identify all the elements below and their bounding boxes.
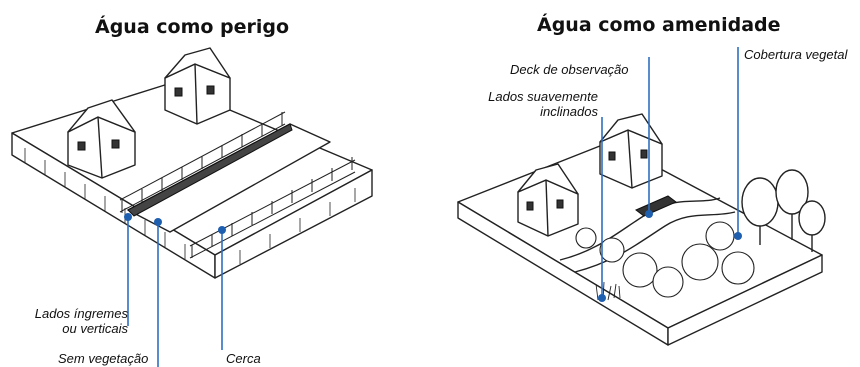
house-icon <box>599 113 663 189</box>
label-steep-sides-line1: Lados íngremes <box>34 306 128 321</box>
label-gentle-slopes: Lados suavemente inclinados <box>474 89 598 119</box>
right-panel-title: Água como amenidade <box>537 14 781 36</box>
house-icon <box>164 47 231 125</box>
label-vegetation-cover: Cobertura vegetal <box>744 47 848 62</box>
house-icon <box>67 99 136 179</box>
house-icon <box>517 163 579 237</box>
hazard-block-illustration <box>11 47 373 367</box>
label-steep-sides: Lados íngremes ou verticais <box>24 306 128 336</box>
amenity-block-illustration <box>457 47 826 346</box>
label-gentle-slopes-line2: inclinados <box>540 104 598 119</box>
label-steep-sides-line2: ou verticais <box>62 321 128 336</box>
tree-icon <box>741 177 779 245</box>
label-observation-deck: Deck de observação <box>510 62 629 77</box>
tree-icon <box>798 200 826 252</box>
tree-icon <box>775 169 809 240</box>
label-fence: Cerca <box>226 351 261 366</box>
label-no-vegetation: Sem vegetação <box>58 351 149 366</box>
left-panel-title: Água como perigo <box>95 16 290 38</box>
label-gentle-slopes-line1: Lados suavemente <box>488 89 598 104</box>
